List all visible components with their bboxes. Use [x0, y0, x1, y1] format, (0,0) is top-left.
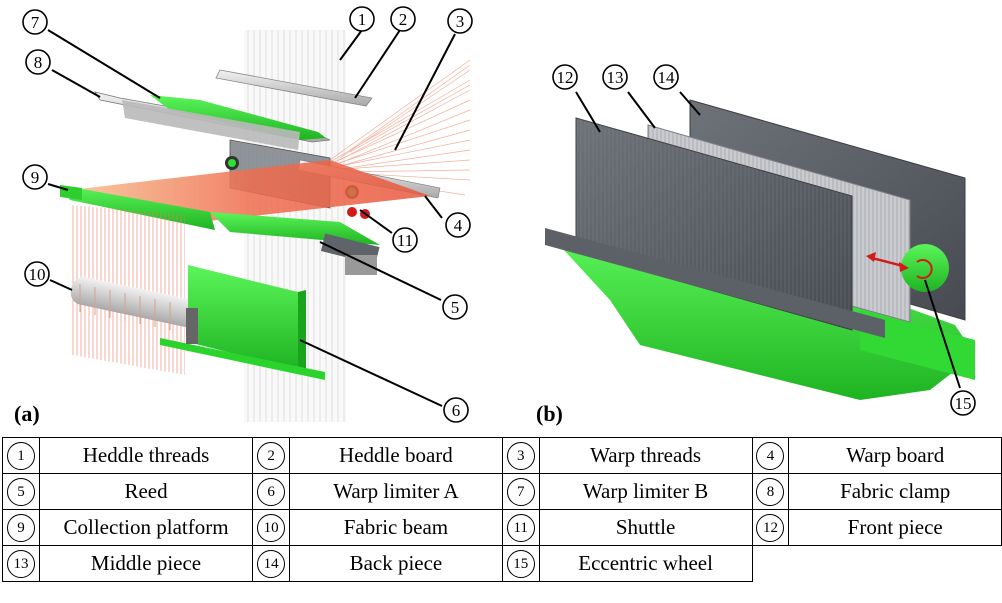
panel-a-drawing	[60, 30, 471, 422]
callout-14: 14	[653, 64, 679, 90]
callout-13: 13	[602, 64, 628, 90]
callout-11: 11	[392, 227, 418, 253]
callout-4: 4	[445, 212, 471, 238]
legend-number-cell: 11	[501, 509, 540, 546]
legend-label: Fabric clamp	[788, 473, 1002, 510]
legend-label: Warp limiter A	[289, 473, 503, 510]
svg-text:12: 12	[557, 68, 574, 87]
legend-number-cell: 3	[501, 437, 540, 474]
legend-empty-cell	[789, 546, 1002, 582]
legend-number: 8	[756, 478, 785, 506]
legend-number: 7	[506, 478, 535, 506]
panel-label-b: (b)	[536, 401, 563, 426]
legend-number: 5	[6, 478, 35, 506]
legend-number-cell: 14	[252, 545, 291, 582]
callout-6: 6	[443, 397, 469, 423]
legend-number-cell: 2	[252, 437, 291, 474]
legend-label: Front piece	[788, 509, 1002, 546]
legend-number: 12	[756, 514, 785, 542]
svg-text:7: 7	[31, 13, 40, 32]
legend-number: 10	[257, 514, 286, 542]
legend-number-cell: 6	[252, 473, 291, 510]
legend-row: 9 Collection platform 10 Fabric beam 11 …	[2, 509, 1002, 546]
legend-row: 1 Heddle threads 2 Heddle board 3 Warp t…	[2, 437, 1002, 474]
callout-5: 5	[442, 294, 468, 320]
svg-text:2: 2	[399, 10, 408, 29]
svg-text:6: 6	[452, 401, 461, 420]
legend-number-cell: 4	[751, 437, 790, 474]
loom-figure: 7 8 9 10 1 2 3 4 11 5 6 12 13 14 15	[22, 6, 976, 423]
legend-number: 11	[506, 514, 535, 542]
callout-9: 9	[22, 164, 48, 190]
legend-label: Warp threads	[538, 437, 753, 474]
panel-b-drawing	[545, 99, 975, 400]
legend-number: 6	[257, 478, 286, 506]
legend-number-cell: 9	[2, 509, 40, 546]
legend-row: 13 Middle piece 14 Back piece 15 Eccentr…	[2, 545, 1002, 582]
svg-text:5: 5	[451, 298, 460, 317]
legend-number-cell: 1	[2, 437, 40, 474]
legend-label: Warp limiter B	[538, 473, 753, 510]
svg-text:9: 9	[31, 168, 40, 187]
legend-number: 1	[6, 442, 35, 470]
legend-label: Reed	[38, 473, 254, 510]
callout-3: 3	[447, 8, 473, 34]
svg-text:13: 13	[607, 68, 624, 87]
svg-text:11: 11	[397, 231, 413, 250]
callout-8: 8	[25, 49, 51, 75]
svg-text:10: 10	[29, 265, 46, 284]
svg-text:4: 4	[454, 216, 463, 235]
legend-label: Warp board	[788, 437, 1002, 474]
legend-number: 14	[257, 550, 286, 578]
legend-label: Heddle board	[289, 437, 503, 474]
legend-number-cell: 7	[501, 473, 540, 510]
legend-label: Shuttle	[538, 509, 753, 546]
svg-text:14: 14	[658, 68, 676, 87]
callout-1: 1	[349, 6, 375, 32]
legend-label: Back piece	[289, 545, 503, 582]
legend-number-cell: 5	[2, 473, 40, 510]
legend-number: 13	[6, 550, 35, 578]
legend-number: 2	[257, 442, 286, 470]
legend-label: Middle piece	[38, 545, 254, 582]
legend-number-cell: 12	[751, 509, 790, 546]
legend-table: 1 Heddle threads 2 Heddle board 3 Warp t…	[2, 437, 1002, 582]
callout-15: 15	[950, 390, 976, 416]
callout-10: 10	[24, 261, 50, 287]
legend-number: 3	[506, 442, 535, 470]
legend-empty-cell	[752, 546, 789, 582]
legend-label: Collection platform	[38, 509, 254, 546]
legend-row: 5 Reed 6 Warp limiter A 7 Warp limiter B…	[2, 473, 1002, 510]
svg-text:15: 15	[955, 394, 972, 413]
svg-text:1: 1	[358, 10, 367, 29]
svg-text:8: 8	[34, 53, 43, 72]
leader-lines	[47, 29, 961, 407]
legend-number-cell: 13	[2, 545, 40, 582]
callout-12: 12	[552, 64, 578, 90]
callout-2: 2	[390, 6, 416, 32]
legend-number: 4	[756, 442, 785, 470]
legend-number-cell: 15	[501, 545, 540, 582]
legend-number-cell: 8	[751, 473, 790, 510]
legend-number: 15	[506, 550, 535, 578]
legend-label: Fabric beam	[289, 509, 503, 546]
legend-number: 9	[6, 514, 35, 542]
legend-label: Heddle threads	[38, 437, 254, 474]
legend-label: Eccentric wheel	[538, 545, 753, 582]
svg-text:3: 3	[456, 12, 465, 31]
panel-label-a: (a)	[14, 401, 40, 426]
callout-7: 7	[22, 9, 48, 35]
legend-number-cell: 10	[252, 509, 291, 546]
